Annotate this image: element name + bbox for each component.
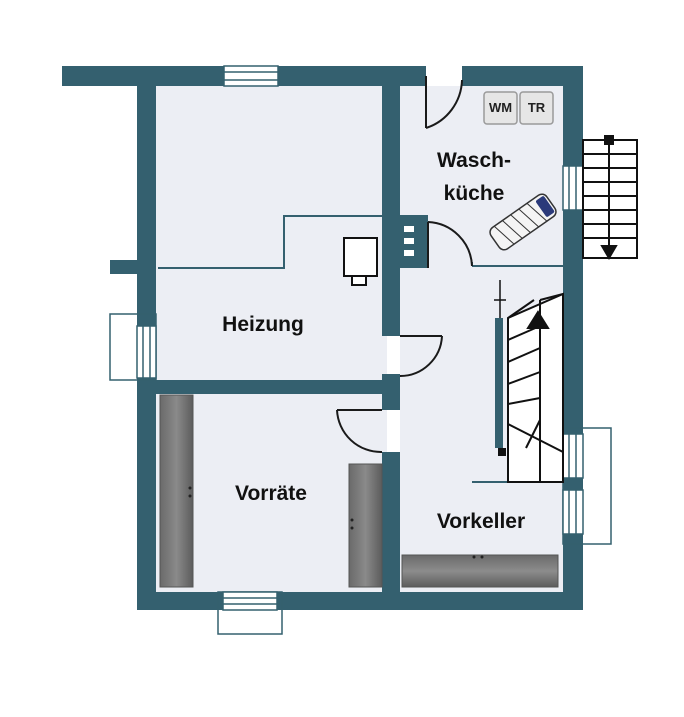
wall-right-bottom <box>563 534 583 610</box>
washer-label: WM <box>489 100 512 115</box>
floor-heizung <box>155 268 387 388</box>
boiler-icon <box>343 237 378 286</box>
washer-icon: WM <box>483 91 518 125</box>
wall-bottom-right <box>277 592 583 610</box>
room-label-waschkueche-2: küche <box>444 182 505 205</box>
wall-right-mid <box>563 210 583 434</box>
door-swing-icon <box>336 409 383 454</box>
wall-right-upper <box>563 66 583 166</box>
wall-left-upper <box>137 66 156 263</box>
window-bottom-icon <box>217 591 283 635</box>
cabinet-vorraete-right <box>348 463 383 588</box>
outdoor-staircase <box>582 135 638 260</box>
floor-vorraete <box>155 392 387 592</box>
doors <box>336 76 473 454</box>
wall-bottom-left <box>137 592 223 610</box>
wall-top-right <box>462 66 583 86</box>
wall-left-mid <box>137 260 156 326</box>
indoor-staircase <box>494 280 564 483</box>
walls <box>62 66 583 610</box>
wall-heizung-bottom <box>155 380 400 394</box>
windows <box>109 65 612 635</box>
door-swing-icon <box>425 76 463 129</box>
wall-left-lower <box>137 378 156 610</box>
room-label-vorkeller: Vorkeller <box>437 510 525 533</box>
dryer-label: TR <box>528 100 546 115</box>
door-swing-icon <box>427 221 473 268</box>
room-label-waschkueche-1: Wasch- <box>437 149 511 172</box>
room-label-vorraete: Vorräte <box>235 482 307 505</box>
stair-arrow-icon <box>600 245 618 260</box>
door-swing-icon <box>399 335 443 378</box>
ironing-board-icon <box>489 193 557 251</box>
vent-icon <box>404 226 414 256</box>
cabinets <box>159 394 559 588</box>
dryer-icon: TR <box>519 91 554 125</box>
cabinet-vorraete-left <box>159 394 194 588</box>
stair-arrow-icon <box>526 310 550 329</box>
window-right-lower-icon <box>562 427 612 545</box>
wall-vorraete-right-upper <box>382 374 400 410</box>
room-label-heizung: Heizung <box>222 313 304 336</box>
window-top-icon <box>223 65 279 87</box>
wall-center-mid <box>382 268 400 336</box>
window-right-upper-icon <box>562 165 584 211</box>
window-left-icon <box>109 313 157 381</box>
wall-right-low <box>563 478 583 490</box>
wall-top-middle <box>278 66 426 86</box>
wall-vorraete-right-lower <box>382 452 400 594</box>
cabinet-vorkeller-bottom <box>401 554 559 588</box>
